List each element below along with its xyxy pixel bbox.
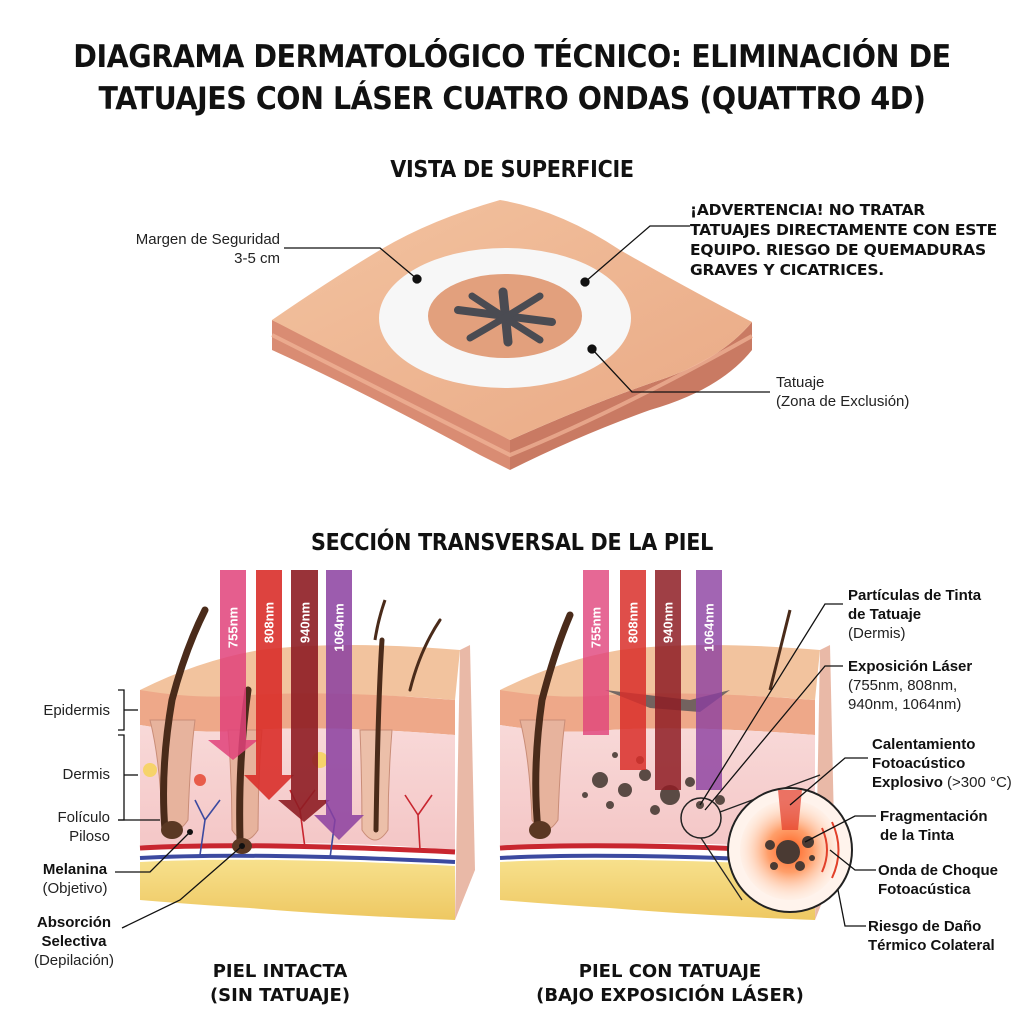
thermal-risk-label: Riesgo de Daño Térmico Colateral bbox=[868, 918, 995, 954]
fragmentation-label: Fragmentación de la Tinta bbox=[880, 808, 988, 844]
absorption-label: Absorción Selectiva (Depilación) bbox=[33, 914, 115, 969]
ink-particles-label: Partículas de Tinta de Tatuaje (Dermis) bbox=[848, 587, 982, 642]
epidermis-label: Epidermis bbox=[43, 702, 110, 719]
beam-label-940-right: 940nm bbox=[660, 601, 676, 644]
beam-label-1064-right: 1064nm bbox=[701, 603, 717, 652]
magnified-detail-circle bbox=[700, 774, 853, 913]
right-leaders bbox=[699, 603, 876, 927]
warning-text: ¡ADVERTENCIA! NO TRATAR TATUAJES DIRECTA… bbox=[690, 201, 998, 279]
page-title: DIAGRAMA DERMATOLÓGICO TÉCNICO: ELIMINAC… bbox=[41, 36, 983, 120]
right-laser-beams bbox=[583, 570, 722, 790]
heating-label: Calentamiento Fotoacústico Explosivo (>3… bbox=[872, 736, 1012, 791]
caption-tattooed-skin: PIEL CON TATUAJE (BAJO EXPOSICIÓN LÁSER) bbox=[536, 961, 804, 1006]
cross-section-heading: SECCIÓN TRANSVERSAL DE LA PIEL bbox=[310, 530, 714, 556]
margin-label: Margen de Seguridad 3-5 cm bbox=[135, 231, 280, 267]
left-laser-beams bbox=[208, 570, 364, 840]
hair-follicle-icon bbox=[149, 599, 442, 854]
surface-view-heading: VISTA DE SUPERFICIE bbox=[390, 157, 634, 183]
tattoo-exclusion-label: Tatuaje (Zona de Exclusión) bbox=[776, 374, 910, 410]
beam-label-940-left: 940nm bbox=[297, 601, 313, 644]
tattoo-symbol-icon bbox=[454, 287, 556, 347]
surface-leaders bbox=[284, 225, 770, 393]
caption-intact-skin: PIEL INTACTA (SIN TATUAJE) bbox=[209, 961, 351, 1006]
beam-label-808-left: 808nm bbox=[261, 601, 277, 644]
title-line-1: DIAGRAMA DERMATOLÓGICO TÉCNICO: ELIMINAC… bbox=[73, 39, 951, 75]
dermis-label: Dermis bbox=[62, 766, 111, 783]
follicle-label: Folículo Piloso bbox=[57, 809, 110, 845]
title-line-2: TATUAJES CON LÁSER CUATRO ONDAS (QUATTRO… bbox=[98, 81, 926, 117]
shockwave-label: Onda de Choque Fotoacústica bbox=[878, 862, 998, 898]
beam-label-755-left: 755nm bbox=[225, 606, 241, 649]
surface-skin-block bbox=[271, 200, 753, 470]
left-leaders bbox=[115, 689, 243, 929]
melanin-label: Melanina (Objetivo) bbox=[42, 861, 108, 897]
beam-label-1064-left: 1064nm bbox=[331, 603, 347, 652]
beam-label-808-right: 808nm bbox=[625, 601, 641, 644]
laser-exposure-label: Exposición Láser (755nm, 808nm, 940nm, 1… bbox=[848, 658, 973, 713]
beam-label-755-right: 755nm bbox=[588, 606, 604, 649]
